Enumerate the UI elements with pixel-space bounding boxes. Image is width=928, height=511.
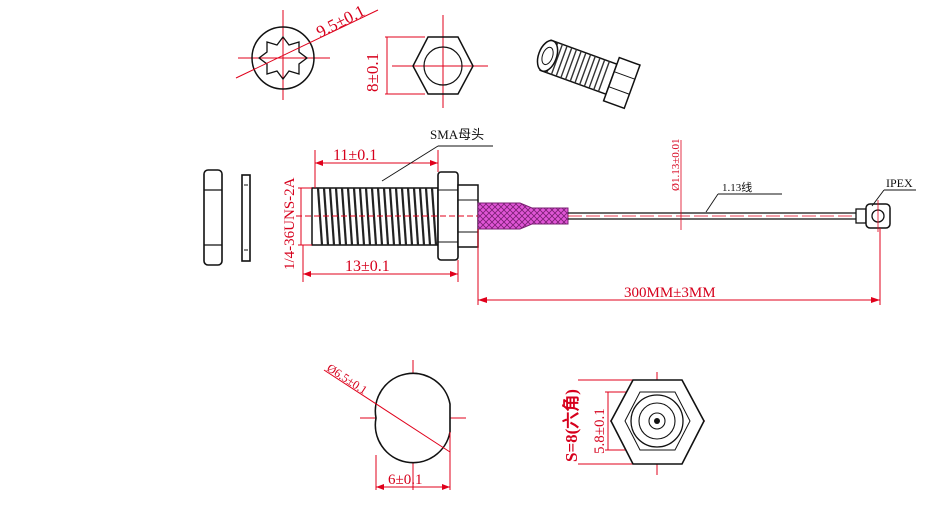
thread-spec-label: 1/4-36UNS-2A — [282, 177, 298, 270]
connector-name-label: SMA母头 — [430, 127, 484, 142]
top-left-dia-label: 9.5±0.1 — [313, 1, 368, 41]
ipex-connector — [855, 200, 891, 232]
cable-type-leader — [705, 193, 782, 213]
hex-nut-top-view — [385, 15, 488, 108]
cable-length-label: 300MM±3MM — [624, 285, 716, 301]
inner-height-label: 5.8±0.1 — [592, 408, 608, 454]
body-length-label: 13±0.1 — [345, 258, 390, 275]
end-connector-label: IPEX — [886, 176, 913, 190]
sma-body-side — [296, 171, 480, 261]
sma-leader — [381, 145, 493, 182]
star-washer-view — [235, 9, 379, 100]
top-hex-height-label: 8±0.1 — [363, 53, 382, 92]
dim-cable-length — [477, 228, 881, 305]
connector-3d-view — [536, 39, 641, 110]
ipex-leader — [871, 189, 916, 207]
flat-width-label: 6±0.1 — [388, 472, 422, 488]
hex-size-label: S=8(六角) — [561, 389, 581, 462]
cable-type-label: 1.13线 — [722, 180, 752, 194]
hex-front-view — [578, 372, 705, 475]
side-nut — [203, 169, 223, 266]
dim-thread-length — [314, 150, 439, 188]
nut-dia-label: Ø6.5±0.1 — [324, 361, 370, 397]
cable — [568, 140, 860, 230]
side-washer — [241, 174, 251, 262]
d-cut-view — [323, 360, 466, 490]
thread-length-label: 11±0.1 — [333, 147, 377, 164]
dim-body-length — [302, 245, 459, 282]
heatshrink-sleeve — [477, 202, 569, 230]
dim-thread-spec — [298, 187, 312, 246]
cable-dia-label: Ø1.13±0.01 — [670, 139, 682, 191]
